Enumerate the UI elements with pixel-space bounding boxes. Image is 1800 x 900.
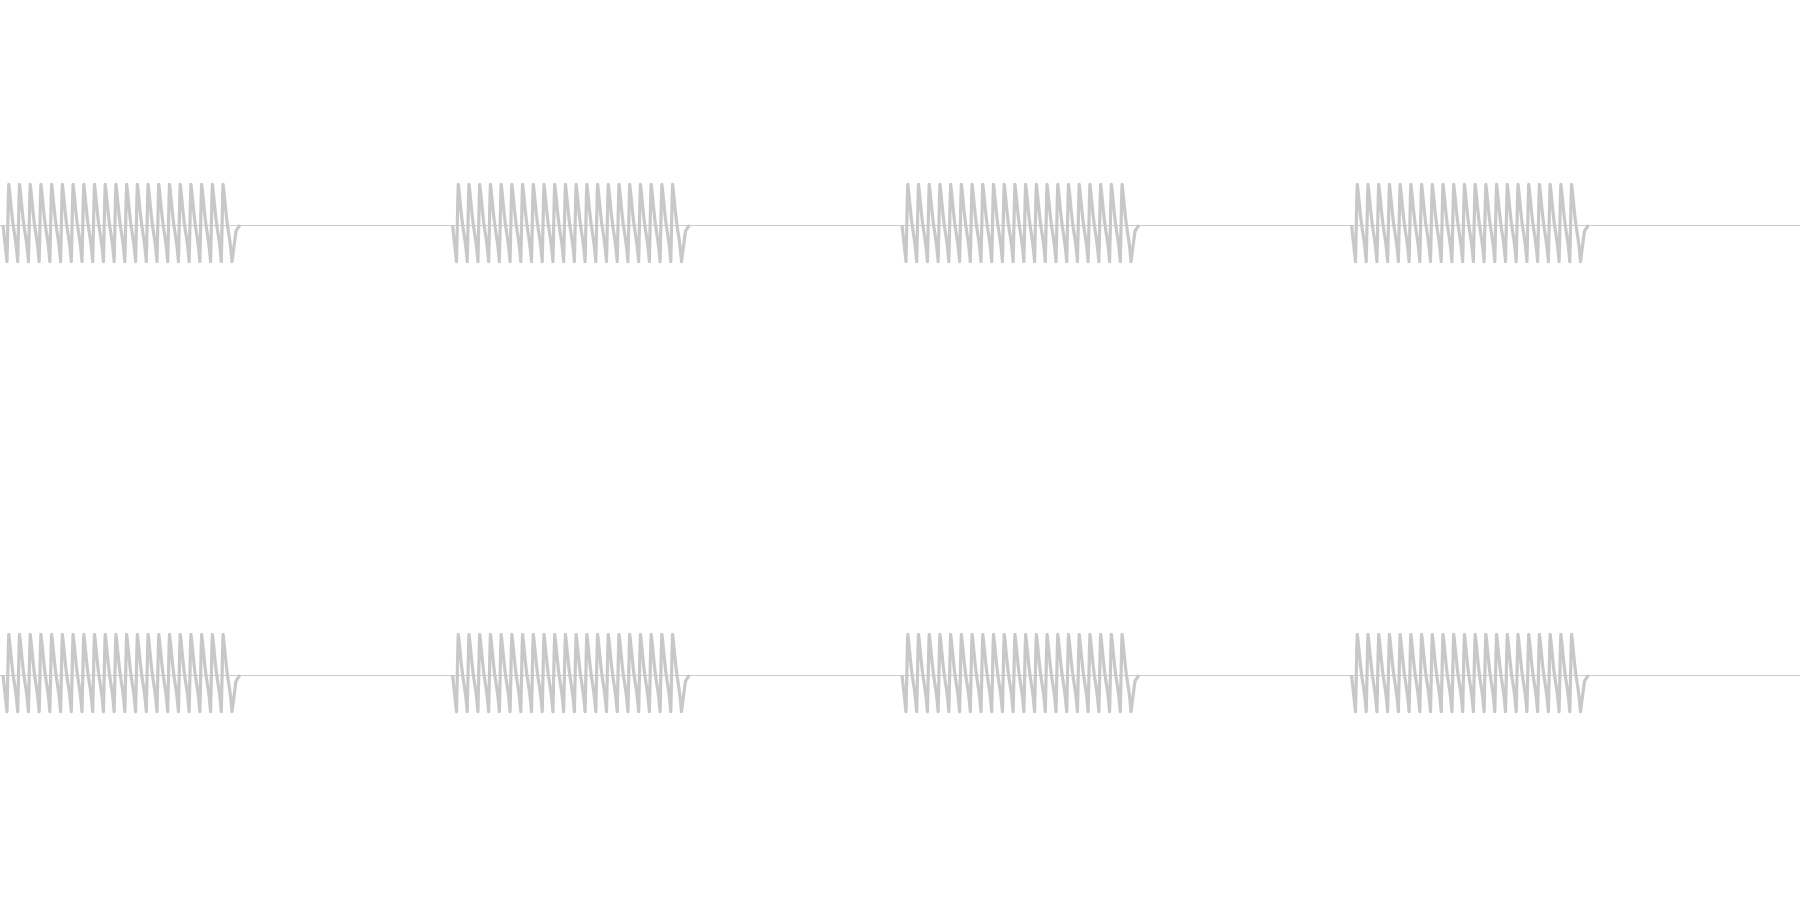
waveform-burst <box>450 182 691 264</box>
waveform-burst <box>450 632 691 714</box>
waveform-burst <box>1 182 242 264</box>
waveform-burst <box>900 632 1141 714</box>
channel-left <box>0 182 1800 264</box>
waveform-burst <box>900 182 1141 264</box>
waveform-channels <box>0 182 1800 714</box>
waveform-burst <box>1349 632 1590 714</box>
channel-right <box>0 632 1800 714</box>
waveform-burst <box>1 632 242 714</box>
waveform-burst <box>1349 182 1590 264</box>
